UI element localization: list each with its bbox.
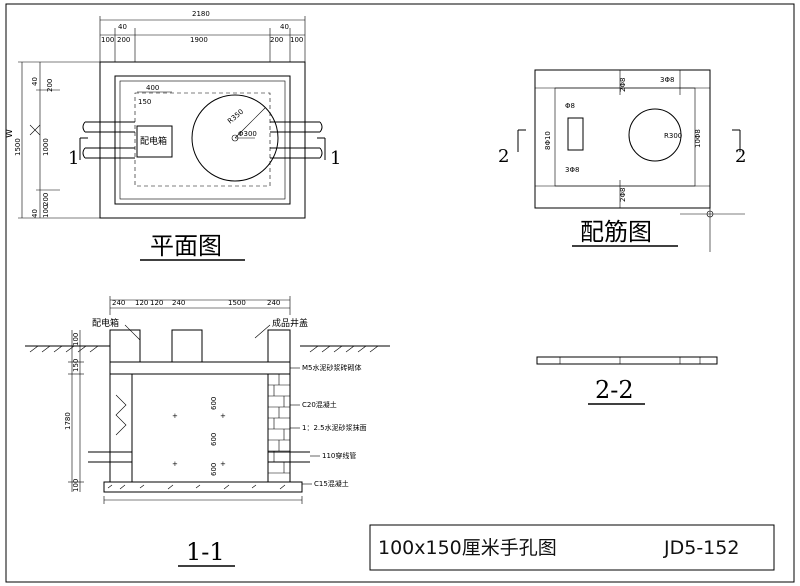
plan-box [136, 125, 173, 158]
sec22-title: 2-2 [595, 376, 634, 404]
sec11-box-pedestal-left [109, 329, 141, 363]
title-block: 100x150厘米手孔图 JD5-152 [369, 524, 775, 571]
sec11-topdim-3: 120 [150, 299, 163, 307]
sec11-left-dim-3: 100 [72, 479, 80, 492]
sec11-label-mortar: 1：2.5水泥砂浆抹面 [302, 423, 367, 432]
rebar-left-dim: 8Φ10 [544, 131, 552, 150]
sec11-topdim-4: 240 [172, 299, 185, 307]
title-block-title: 100x150厘米手孔图 [378, 537, 557, 559]
rebar-circle [628, 108, 682, 162]
plan-v-200-top: 200 [46, 79, 54, 92]
plan-diameter: Φ300 [238, 130, 257, 138]
plan-v-200-bot: 200 [42, 193, 50, 206]
rebar-section-right: 2 [735, 146, 746, 167]
sec11-inner-dim-2: 600 [210, 433, 218, 446]
svg-text:+: + [172, 412, 178, 420]
plan-box-w: 400 [146, 84, 159, 92]
rebar-phi8: Φ8 [565, 102, 575, 110]
plan-v-1000: 1000 [42, 138, 50, 156]
sec11-box-pedestal-right [171, 329, 203, 363]
plan-manhole-circle [191, 94, 279, 182]
plan-section-left: 1 [68, 148, 79, 169]
rebar-r300: R300 [664, 132, 682, 140]
sec11-label-masonry: M5水泥砂浆砖砌体 [302, 363, 362, 372]
plan-box-label: 配电箱 [140, 135, 167, 147]
sec11-label-pipe: 110穿线管 [322, 451, 356, 460]
sec11-label-box: 配电箱 [92, 317, 119, 329]
sec11-label-c20: C20混凝土 [302, 400, 337, 409]
plan-dim-40-left: 40 [118, 23, 127, 31]
plan-dim-100-r: 100 [290, 36, 303, 44]
sec11-right-wall [267, 373, 291, 483]
sheet-frame [5, 3, 795, 583]
plan-title: 平面图 [150, 232, 222, 260]
plan-dim-1900: 1900 [190, 36, 208, 44]
plan-v-40-bot: 40 [31, 209, 39, 218]
sec11-left-dim-1: 100 [72, 333, 80, 346]
sec11-base-slab [103, 481, 303, 493]
sec11-inner-dim-3: 600 [210, 463, 218, 476]
plan-radius: R350 [226, 108, 245, 126]
rebar-section-left: 2 [498, 146, 509, 167]
title-block-code: JD5-152 [663, 537, 739, 559]
rebar-bot-b: 2Φ8 [619, 188, 627, 202]
rebar-top-b: 3Φ8 [660, 76, 674, 84]
sec11-label-cover: 成品井盖 [272, 317, 308, 329]
sec11-topdim-2: 120 [135, 299, 148, 307]
sec11-topdim-1: 240 [112, 299, 125, 307]
sec11-topdim-5: 1500 [228, 299, 246, 307]
plan-dim-total: 2180 [192, 10, 210, 18]
rebar-box-opening [567, 117, 584, 151]
svg-text:+: + [220, 460, 226, 468]
section-1-1: 240 120 120 240 1500 240 + + + + 600 600 [25, 296, 390, 567]
sec11-left-dim-2: 150 [72, 359, 80, 372]
rebar-top-a: 2Φ8 [619, 78, 627, 92]
sec11-top-slab [109, 361, 291, 375]
plan-dim-200-l: 200 [117, 36, 130, 44]
plan-dim-40-right: 40 [280, 23, 289, 31]
section-2-2: 2-2 [536, 356, 718, 405]
sec11-label-c15: C15混凝土 [314, 479, 349, 488]
plan-outer-wall [99, 61, 306, 219]
slab-section [536, 356, 718, 365]
plan-v-100-bot: 100 [42, 205, 50, 218]
plan-dim-200-r: 200 [270, 36, 283, 44]
rebar-bot-a: 3Φ8 [565, 166, 579, 174]
svg-text:+: + [220, 412, 226, 420]
rebar-outer [534, 69, 711, 209]
plan-section-right: 1 [330, 148, 341, 169]
sec11-left-wall [109, 373, 133, 483]
rebar-right-dim: 10Φ8 [694, 129, 702, 148]
sec11-title: 1-1 [186, 538, 225, 566]
plan-inner-wall [114, 75, 291, 205]
svg-text:+: + [172, 460, 178, 468]
sec11-topdim-6: 240 [267, 299, 280, 307]
plan-v-40-top: 40 [31, 77, 39, 86]
plan-view: 2180 40 40 100 200 1900 200 100 40 200 1… [5, 10, 341, 261]
rebar-view: 2Φ8 3Φ8 Φ8 8Φ10 R300 10Φ8 3Φ8 2Φ8 2 2 配筋… [498, 69, 746, 252]
rebar-title: 配筋图 [580, 218, 652, 246]
sec11-inner-dim-1: 600 [210, 397, 218, 410]
plan-box-h: 150 [138, 98, 151, 106]
plan-v-w: W [5, 129, 15, 138]
plan-v-1500: 1500 [14, 138, 22, 156]
sec11-left-dim-4: 1780 [64, 412, 72, 430]
plan-dim-100-l: 100 [101, 36, 114, 44]
